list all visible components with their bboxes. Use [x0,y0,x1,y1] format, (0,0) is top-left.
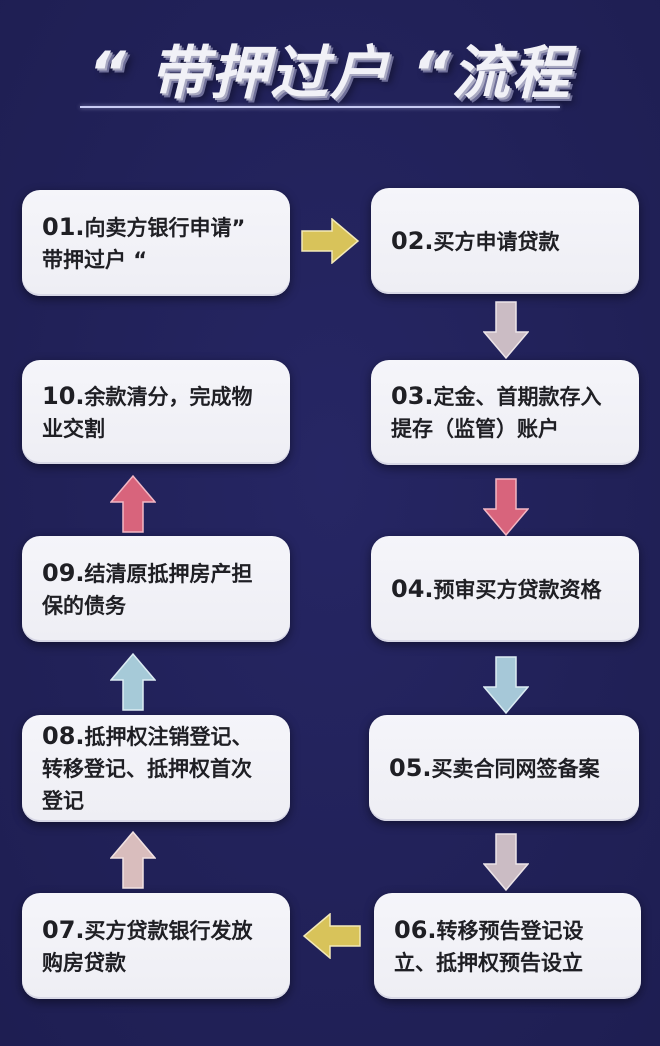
step-07: 07.买方贷款银行发放购房贷款 [22,893,290,999]
step-05-label: 05.买卖合同网签备案 [389,753,600,782]
step-02: 02.买方申请贷款 [371,188,639,294]
step-03-label: 03.定金、首期款存入提存（监管）账户 [391,382,602,441]
step-10: 10.余款清分，完成物业交割 [22,360,290,464]
arrow-down-icon [483,832,529,892]
arrow-down-icon [483,477,529,537]
step-08: 08.抵押权注销登记、转移登记、抵押权首次登记 [22,715,290,822]
arrow-up-icon [110,652,156,712]
step-01: 01.向卖方银行申请” 带押过户 “ [22,190,290,296]
arrow-up-icon [110,830,156,890]
arrow-up-icon [110,474,156,534]
step-04: 04.预审买方贷款资格 [371,536,639,642]
arrow-left-icon [302,913,362,959]
step-08-label: 08.抵押权注销登记、转移登记、抵押权首次登记 [42,722,253,813]
step-09-label: 09.结清原抵押房产担保的债务 [42,558,253,618]
step-10-label: 10.余款清分，完成物业交割 [42,381,253,441]
arrow-down-icon [483,300,529,360]
step-03: 03.定金、首期款存入提存（监管）账户 [371,360,639,465]
step-07-label: 07.买方贷款银行发放购房贷款 [42,915,253,975]
title-underline [80,106,560,108]
arrow-down-icon [483,655,529,715]
page-title: “ 带押过户 “流程 [88,39,572,107]
step-02-label: 02.买方申请贷款 [391,226,560,255]
step-01-label: 01.向卖方银行申请” 带押过户 “ [42,212,246,272]
step-09: 09.结清原抵押房产担保的债务 [22,536,290,642]
arrow-right-icon [300,218,360,264]
step-05: 05.买卖合同网签备案 [369,715,639,821]
step-04-label: 04.预审买方贷款资格 [391,574,602,603]
step-06: 06.转移预告登记设立、抵押权预告设立 [374,893,641,999]
step-06-label: 06.转移预告登记设立、抵押权预告设立 [394,915,584,975]
